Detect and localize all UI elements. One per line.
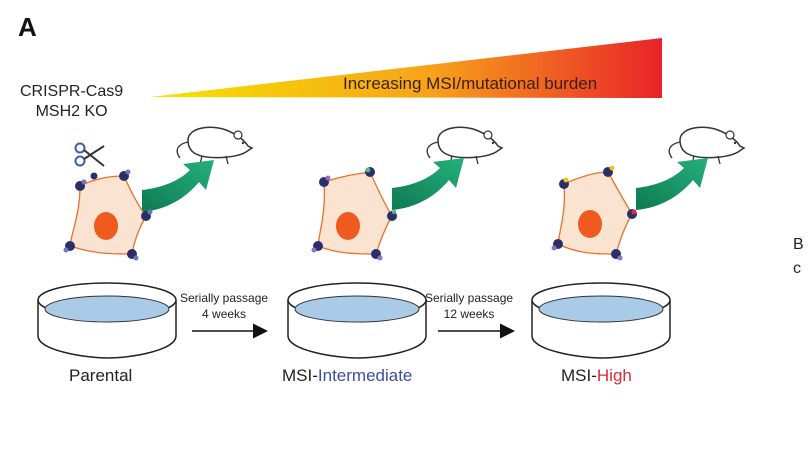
cell-icon-parental <box>63 169 153 261</box>
cell-icon-intermediate <box>311 167 397 261</box>
stage-label-parental: Parental <box>69 366 133 385</box>
passage-label-1: Serially passage 4 weeks <box>180 290 268 322</box>
stage-high-prefix: MSI- <box>561 366 597 385</box>
crispr-label: CRISPR-Cas9 MSH2 KO <box>20 82 123 122</box>
passage-label-2: Serially passage 12 weeks <box>425 290 513 322</box>
petri-dish-high <box>531 282 671 359</box>
cell-icon-high <box>551 165 637 261</box>
stage-high-suffix: High <box>596 366 632 385</box>
stage-intermediate-prefix: MSI- <box>282 366 318 385</box>
petri-dish-intermediate <box>287 282 427 359</box>
passage-2-line1: Serially passage <box>425 291 514 305</box>
passage-1-line1: Serially passage <box>180 291 269 305</box>
gradient-label: Increasing MSI/mutational burden <box>343 74 598 93</box>
stage-label-high: MSI-High <box>561 366 632 386</box>
green-arrow-icon-1 <box>142 160 214 212</box>
crispr-line1: CRISPR-Cas9 <box>20 83 124 100</box>
passage-2-line2: 12 weeks <box>443 307 495 321</box>
green-arrow-icon-2 <box>392 158 464 210</box>
passage-1-line2: 4 weeks <box>202 307 247 321</box>
petri-dish-parental <box>37 282 177 359</box>
panel-label: A <box>18 12 37 42</box>
stage-intermediate-suffix: Intermediate <box>317 366 413 385</box>
cropped-text-c: c <box>793 260 801 277</box>
mouse-icon-2 <box>426 126 504 165</box>
stage-label-intermediate: MSI-Intermediate <box>282 366 412 386</box>
green-arrow-icon-3 <box>636 158 708 210</box>
crispr-line2: MSH2 KO <box>35 103 108 120</box>
mouse-icon-3 <box>668 126 746 165</box>
cropped-text-b: B <box>793 236 804 253</box>
scissors-icon <box>74 142 105 167</box>
msi-gradient-wedge <box>150 38 662 98</box>
mouse-icon-1 <box>176 126 254 165</box>
